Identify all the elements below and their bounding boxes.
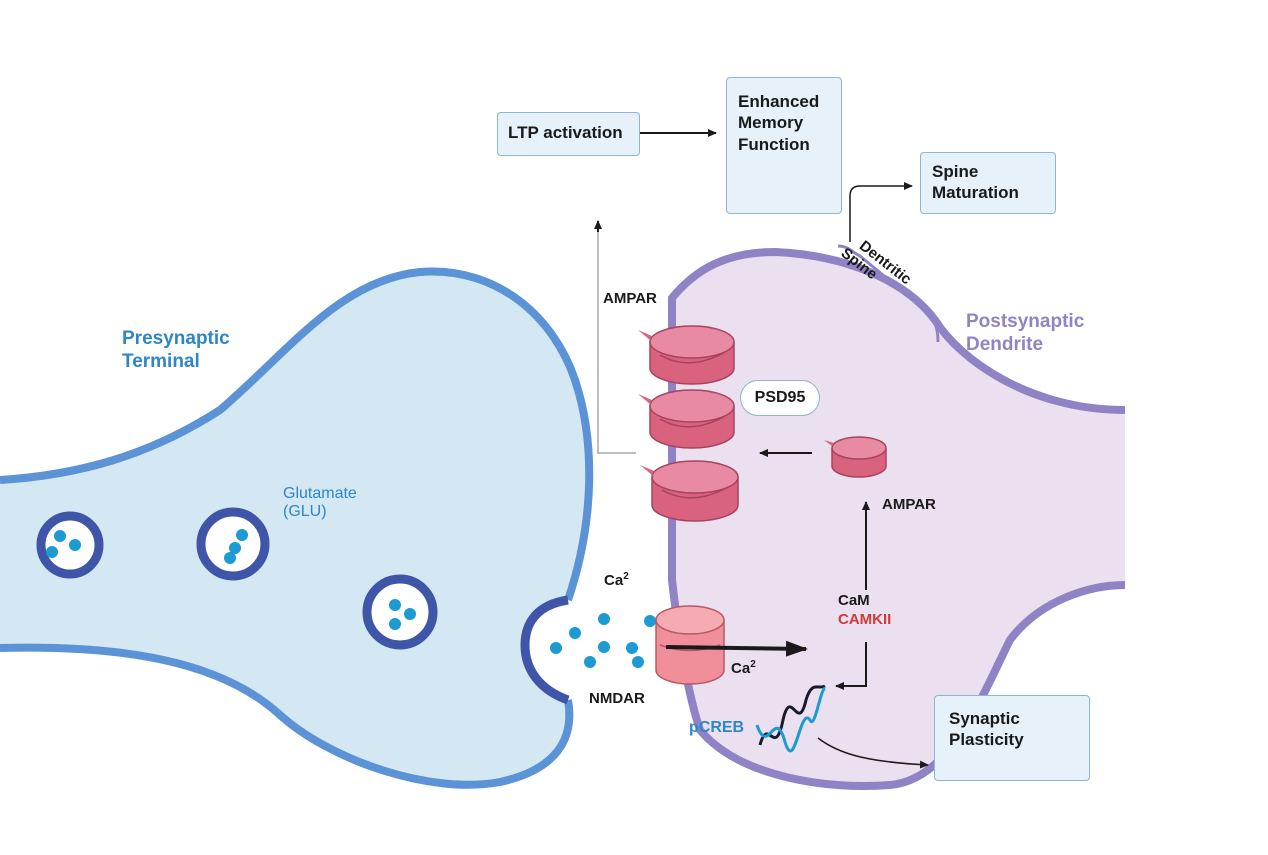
glutamate-line-2: (GLU) (283, 503, 327, 521)
calcium-top-base: Ca (604, 572, 624, 589)
dendritic-spine-bracket (837, 244, 940, 343)
postsynaptic-line-1: Postsynaptic (966, 311, 1085, 332)
glutamate-label: Glutamate (GLU) (283, 485, 357, 522)
calcium-influx-arrow (665, 640, 808, 657)
pcreb-to-plasticity-arrow (817, 737, 929, 769)
ampar-receptor (638, 325, 735, 385)
ampar-top-label: AMPAR (603, 290, 657, 307)
vesicle (362, 574, 438, 650)
dna-helix-icon (755, 684, 827, 753)
camkii-label: CAMKII (838, 611, 892, 628)
calcium-top-sup: 2 (623, 571, 629, 582)
enhanced-memory-box: Enhanced Memory Function (726, 77, 842, 214)
spine-maturation-line-2: Maturation (932, 183, 1019, 203)
memory-line-1: Enhanced (738, 92, 820, 111)
glutamate-release (550, 613, 656, 668)
nmdar-receptor (655, 605, 725, 685)
ampar-receptor (640, 460, 739, 522)
ltp-activation-box: LTP activation (497, 112, 640, 156)
vesicle (196, 507, 270, 581)
pcreb-label: pCREB (689, 719, 745, 736)
presynaptic-membrane (0, 267, 594, 789)
spine-to-maturation-arrow (849, 182, 913, 242)
memory-line-2: Memory (738, 113, 804, 133)
spine-maturation-line-1: Spine (932, 162, 979, 181)
postsynaptic-line-2: Dendrite (966, 333, 1044, 355)
calcium-bottom-label: Ca2 (731, 659, 756, 678)
calcium-bottom-sup: 2 (750, 659, 756, 670)
glutamate-line-1: Glutamate (283, 485, 357, 502)
spine-maturation-box: Spine Maturation (920, 152, 1056, 214)
calcium-top-label: Ca2 (604, 571, 629, 590)
presynaptic-line-1: Presynaptic (122, 328, 230, 349)
ltp-activation-label: LTP activation (508, 123, 623, 142)
ampar-right-label: AMPAR (882, 496, 936, 513)
psd95-pill: PSD95 (740, 380, 820, 416)
presynaptic-line-2: Terminal (122, 350, 200, 372)
ampar-to-ltp-arrow (597, 224, 636, 454)
synaptic-plasticity-box: Synaptic Plasticity (934, 695, 1090, 781)
postsynaptic-label: Postsynaptic Dendrite (966, 311, 1084, 357)
psd95-label: PSD95 (754, 389, 806, 406)
vesicle (36, 511, 104, 579)
vesicle-fusion-pocket (520, 595, 570, 705)
ampar-receptor (638, 389, 735, 449)
ampar-receptor-intracellular (824, 436, 887, 478)
synaptic-plasticity-line-2: Plasticity (949, 730, 1024, 750)
calcium-bottom-base: Ca (731, 660, 751, 677)
nmdar-label: NMDAR (589, 690, 645, 707)
presynaptic-label: Presynaptic Terminal (122, 328, 230, 374)
cam-label: CaM (838, 592, 870, 609)
synaptic-plasticity-line-1: Synaptic (949, 709, 1020, 728)
memory-line-3: Function (738, 134, 810, 154)
camkii-to-pcreb-arrow (835, 642, 867, 690)
